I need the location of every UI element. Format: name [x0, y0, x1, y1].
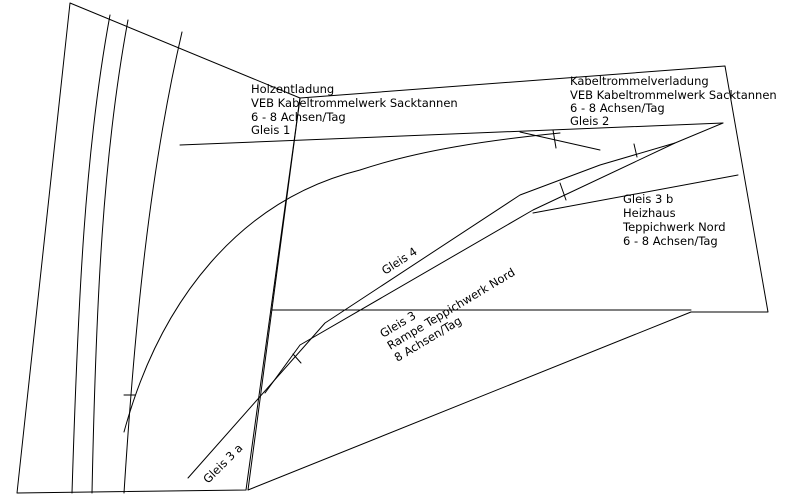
switch-mark: [292, 353, 302, 364]
track-gleis-3b: [532, 174, 739, 214]
track-gleis-3: [264, 142, 676, 394]
label-holzentladung: Holzentladung VEB Kabeltrommelwerk Sackt…: [251, 82, 461, 137]
factory-area-outline: [247, 65, 769, 491]
track-connecting-curve: [123, 132, 561, 433]
switch-mark: [633, 143, 638, 158]
track-gleis-4: [187, 122, 724, 479]
label-gleis-4: Gleis 4: [379, 244, 420, 277]
label-gleis-3b: Gleis 3 b Heizhaus Teppichwerk Nord 6 - …: [622, 192, 729, 248]
mainline-track-1: [71, 14, 111, 494]
switch-mark: [519, 131, 601, 151]
switch-marks: [123, 129, 638, 396]
label-kabeltrommelverladung: Kabeltrommelverladung VEB Kabeltrommelwe…: [570, 74, 780, 128]
switch-mark: [552, 129, 557, 149]
left-area-outline: [16, 2, 301, 494]
track-gleis-1-2: [179, 122, 724, 146]
mainline-track-2: [91, 19, 129, 494]
switch-mark: [559, 182, 567, 201]
mainline-tracks: [71, 14, 183, 494]
label-gleis-3a: Gleis 3 a: [200, 441, 245, 486]
mainline-track-3: [123, 31, 183, 494]
